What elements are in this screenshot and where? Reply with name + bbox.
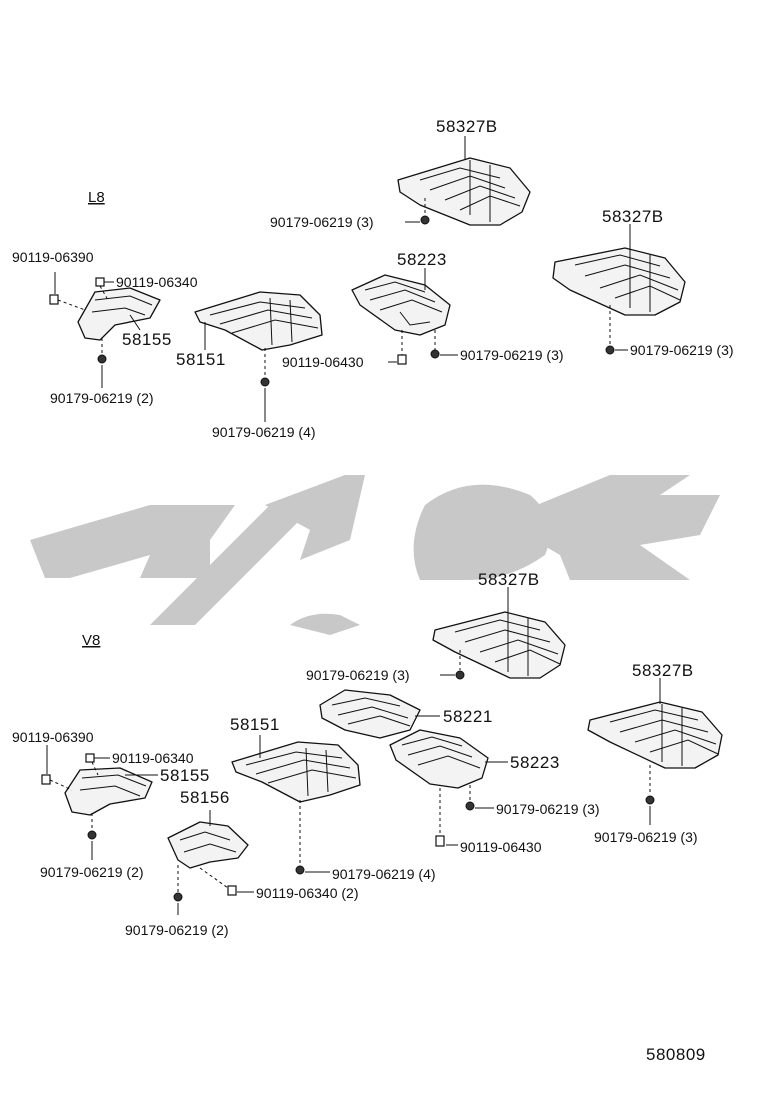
label-l8-bolt-390: 90119-06390: [12, 249, 94, 265]
leader-l8-58155: [129, 314, 141, 331]
bolt-icon: [49, 294, 59, 305]
dash-l8-bolt-340: [99, 285, 109, 301]
nut-icon: [173, 892, 183, 902]
label-l8-58223: 58223: [397, 250, 447, 269]
bolt-icon: [41, 774, 51, 785]
nut-icon: [645, 795, 655, 805]
label-v8-bolt-340-2: 90119-06340 (2): [256, 885, 358, 901]
part-58221-v8: [319, 689, 421, 739]
label-l8-nut-58223: 90179-06219 (3): [460, 347, 564, 363]
label-v8-bolt-340: 90119-06340: [112, 750, 194, 766]
label-v8-58223: 58223: [510, 753, 560, 772]
part-58156-v8: [167, 821, 249, 869]
label-l8-58327b-b: 58327B: [602, 207, 664, 226]
label-v8-58151: 58151: [230, 715, 280, 734]
label-v8-58155: 58155: [160, 766, 210, 785]
label-v8-58221: 58221: [443, 707, 493, 726]
label-v8-nut-58155: 90179-06219 (2): [40, 864, 144, 880]
label-l8-bolt-58223: 90119-06430: [282, 354, 364, 370]
part-58151-l8: [194, 291, 323, 351]
nut-icon: [465, 801, 475, 811]
label-v8-nut-58156: 90179-06219 (2): [125, 922, 229, 938]
part-58327b-l8-upper: [397, 157, 531, 226]
nut-icon: [420, 215, 430, 225]
nut-icon: [97, 354, 107, 364]
nut-icon: [605, 345, 615, 355]
nut-icon: [295, 865, 305, 875]
nut-icon: [260, 377, 270, 387]
dash-v8-bolt-390: [49, 779, 73, 791]
bolt-icon: [435, 835, 445, 847]
dash-v8-bolt-340-2: [199, 867, 229, 889]
label-v8-bolt-430: 90119-06430: [460, 839, 542, 855]
figure-number: 580809: [646, 1045, 706, 1064]
nut-icon: [455, 670, 465, 680]
bolt-icon: [227, 885, 237, 896]
label-v8-58156: 58156: [180, 788, 230, 807]
bolt-icon: [95, 277, 105, 287]
part-58151-v8: [231, 741, 361, 803]
label-v8-nut-58151: 90179-06219 (4): [332, 866, 436, 882]
bolt-icon: [85, 753, 95, 763]
bolt-icon: [397, 354, 407, 365]
label-l8-nut-a: 90179-06219 (3): [270, 214, 374, 230]
nut-icon: [87, 830, 97, 840]
label-v8-nut-b: 90179-06219 (3): [594, 829, 698, 845]
label-l8-nut-58155: 90179-06219 (2): [50, 390, 154, 406]
label-l8-58327b-a: 58327B: [436, 117, 498, 136]
section-v8-label: V8: [82, 632, 100, 649]
part-58223-v8: [389, 729, 489, 789]
label-v8-nut-a: 90179-06219 (3): [306, 667, 410, 683]
label-l8-nut-b: 90179-06219 (3): [630, 342, 734, 358]
dash-l8-bolt-390: [57, 299, 86, 311]
nut-icon: [430, 349, 440, 359]
label-l8-bolt-340: 90119-06340: [116, 274, 198, 290]
part-58327b-l8-right: [552, 247, 686, 316]
section-l8-label: L8: [88, 189, 105, 206]
label-v8-58327b-a: 58327B: [478, 570, 540, 589]
label-l8-58151: 58151: [176, 350, 226, 369]
part-58327b-v8-upper: [432, 611, 566, 679]
label-v8-bolt-390: 90119-06390: [12, 729, 94, 745]
part-58155-v8: [64, 767, 153, 816]
label-v8-nut-58223: 90179-06219 (3): [496, 801, 600, 817]
label-l8-nut-58151: 90179-06219 (4): [212, 424, 316, 440]
dash-v8-bolt-340: [91, 761, 99, 776]
label-l8-58155: 58155: [122, 330, 172, 349]
part-58223-l8: [351, 274, 451, 336]
part-58327b-v8-right: [587, 701, 723, 769]
watermark-logo: [30, 475, 720, 635]
label-v8-58327b-b: 58327B: [632, 661, 694, 680]
